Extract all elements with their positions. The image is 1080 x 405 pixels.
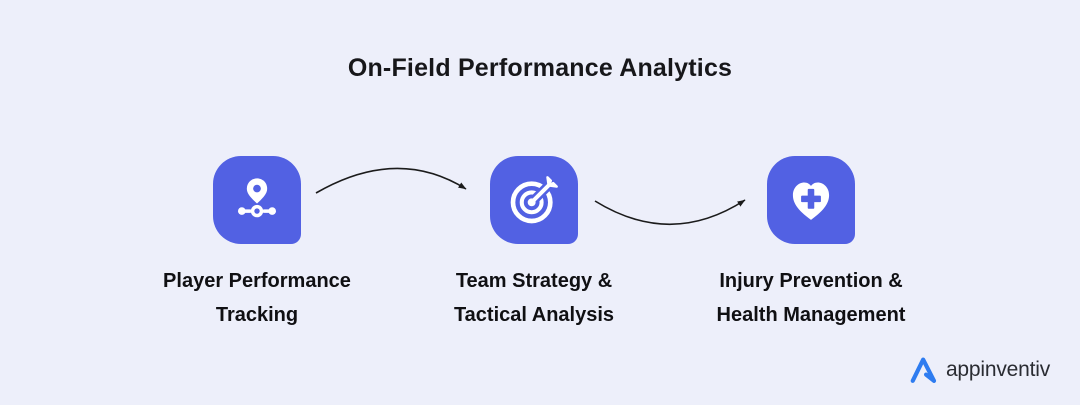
step-tile — [490, 156, 578, 244]
step-label-line1: Player Performance — [163, 270, 351, 292]
brand-logo-text: appinventiv — [945, 358, 1050, 381]
step-label: Player Performance Tracking — [163, 264, 351, 332]
step-label-line2: Tactical Analysis — [453, 304, 615, 326]
appinventiv-logo-icon — [910, 357, 937, 383]
step-label-line1: Injury Prevention & — [719, 270, 903, 292]
step-label: Team Strategy & Tactical Analysis — [454, 264, 614, 332]
step-tile — [767, 156, 855, 244]
step-team-strategy-tactical-analysis: Team Strategy & Tactical Analysis — [394, 156, 674, 332]
step-injury-prevention-health-management: Injury Prevention & Health Management — [671, 156, 951, 332]
target-dart-icon — [510, 176, 558, 224]
step-label-line2: Health Management — [716, 304, 906, 326]
step-player-performance-tracking: Player Performance Tracking — [117, 156, 397, 332]
brand-logo: appinventiv — [909, 355, 1050, 385]
route-pin-icon — [237, 178, 277, 218]
step-label: Injury Prevention & Health Management — [717, 264, 906, 332]
step-label-line1: Team Strategy & — [455, 270, 613, 292]
step-tile — [213, 156, 301, 244]
heart-plus-icon — [792, 182, 830, 220]
step-label-line2: Tracking — [215, 304, 299, 326]
page-title: On-Field Performance Analytics — [347, 54, 733, 82]
